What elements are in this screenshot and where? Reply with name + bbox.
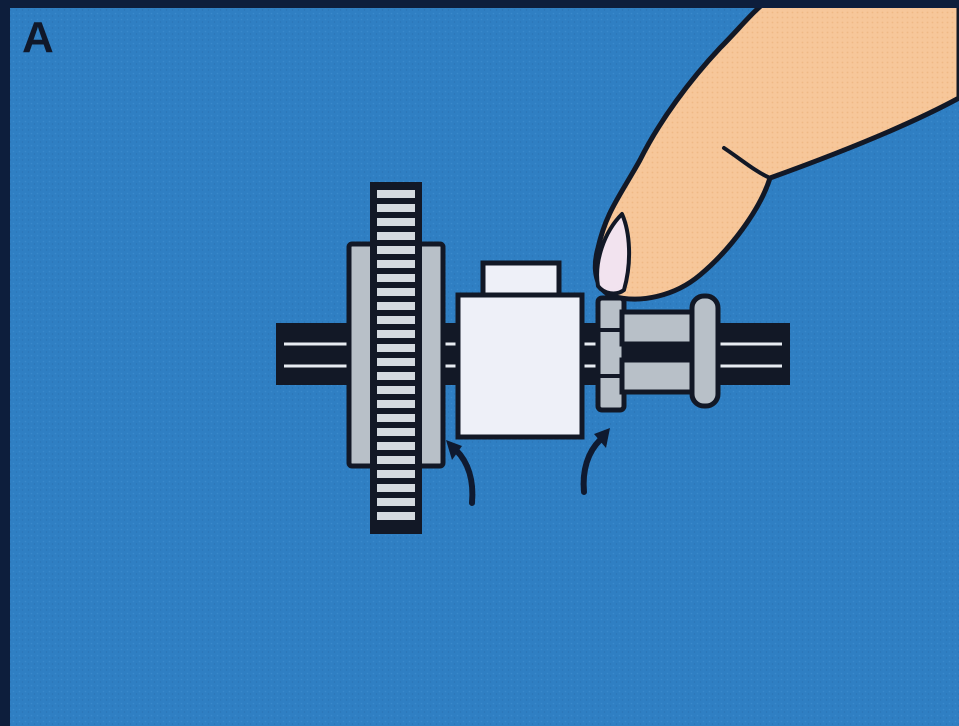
gear-tooth (377, 358, 415, 366)
gear-tooth (377, 316, 415, 324)
gear-tooth (377, 344, 415, 352)
gear-tooth (377, 470, 415, 478)
gear-tooth (377, 484, 415, 492)
frame-top-border (0, 0, 959, 8)
gear-tooth (377, 218, 415, 226)
gear-tooth (377, 456, 415, 464)
gear-tooth (377, 274, 415, 282)
gear-tooth (377, 512, 415, 520)
spur-gear-icon (370, 182, 422, 534)
gear-tooth (377, 260, 415, 268)
curved-arrow-left-icon (446, 440, 476, 506)
pointing-finger-icon (592, 0, 959, 302)
gear-tooth (377, 428, 415, 436)
fingernail-icon (595, 212, 632, 296)
gear-tooth (377, 498, 415, 506)
bearing-block-icon (455, 260, 585, 440)
gear-tooth (377, 246, 415, 254)
gear-tooth (377, 442, 415, 450)
gear-tooth (377, 386, 415, 394)
gear-tooth (377, 372, 415, 380)
gear-tooth (377, 330, 415, 338)
gear-tooth (377, 288, 415, 296)
panel-label: A (22, 13, 54, 62)
gear-tooth (377, 204, 415, 212)
gear-tooth (377, 302, 415, 310)
curved-arrow-right-icon (580, 428, 610, 495)
gear-tooth (377, 414, 415, 422)
gear-tooth (377, 232, 415, 240)
gear-tooth (377, 400, 415, 408)
gear-tooth (377, 190, 415, 198)
frame-left-border (0, 0, 10, 726)
shaft-collar-icon (595, 293, 721, 413)
